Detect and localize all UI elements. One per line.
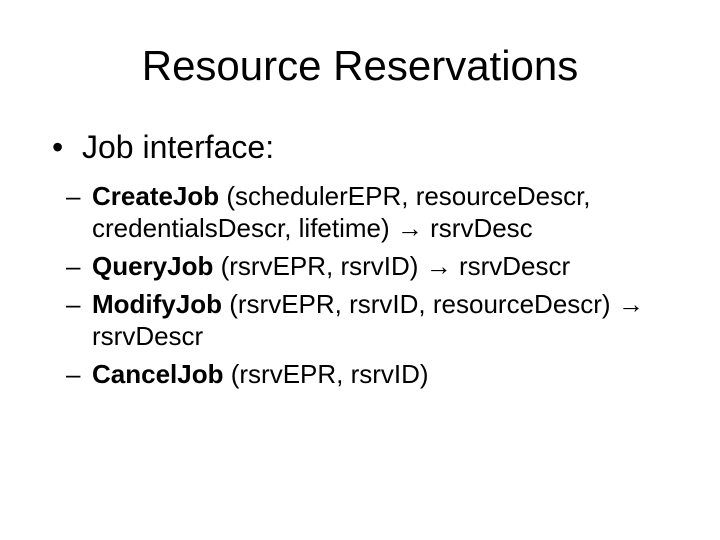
method-args: (rsrvEPR, rsrvID) (220, 251, 419, 282)
dash-icon: – (66, 289, 81, 320)
method-result: rsrvDesc (430, 213, 533, 244)
dash-icon: – (66, 181, 81, 212)
method-name: CancelJob (92, 359, 224, 390)
dash-icon: – (66, 359, 81, 390)
method-list: –CreateJob (schedulerEPR, resourceDescr,… (0, 180, 720, 390)
arrow-icon: → (396, 213, 423, 244)
slide-title: Resource Reservations (141, 42, 579, 89)
method-item-canceljob: –CancelJob (rsrvEPR, rsrvID) (66, 358, 665, 390)
bullet-job-interface: • Job interface: (0, 128, 720, 166)
arrow-icon: → (425, 251, 452, 282)
method-result: rsrvDescr (458, 251, 571, 282)
method-item-createjob: –CreateJob (schedulerEPR, resourceDescr,… (66, 180, 665, 244)
method-args: (rsrvEPR, rsrvID) (230, 359, 429, 390)
bullet-icon: • (52, 129, 64, 166)
arrow-icon: → (617, 289, 644, 320)
method-name: CreateJob (92, 181, 220, 212)
method-args: (rsrvEPR, rsrvID, resourceDescr) (229, 289, 611, 320)
method-item-modifyjob: –ModifyJob (rsrvEPR, rsrvID, resourceDes… (66, 288, 665, 352)
method-args: (schedulerEPR, resourceDescr, credential… (92, 181, 591, 244)
method-name: ModifyJob (92, 289, 222, 320)
method-item-queryjob: –QueryJob (rsrvEPR, rsrvID) → rsrvDescr (66, 250, 665, 282)
method-result: rsrvDescr (92, 321, 204, 352)
bullet-label: Job interface: (82, 129, 275, 166)
dash-icon: – (66, 251, 81, 282)
method-name: QueryJob (92, 251, 214, 282)
